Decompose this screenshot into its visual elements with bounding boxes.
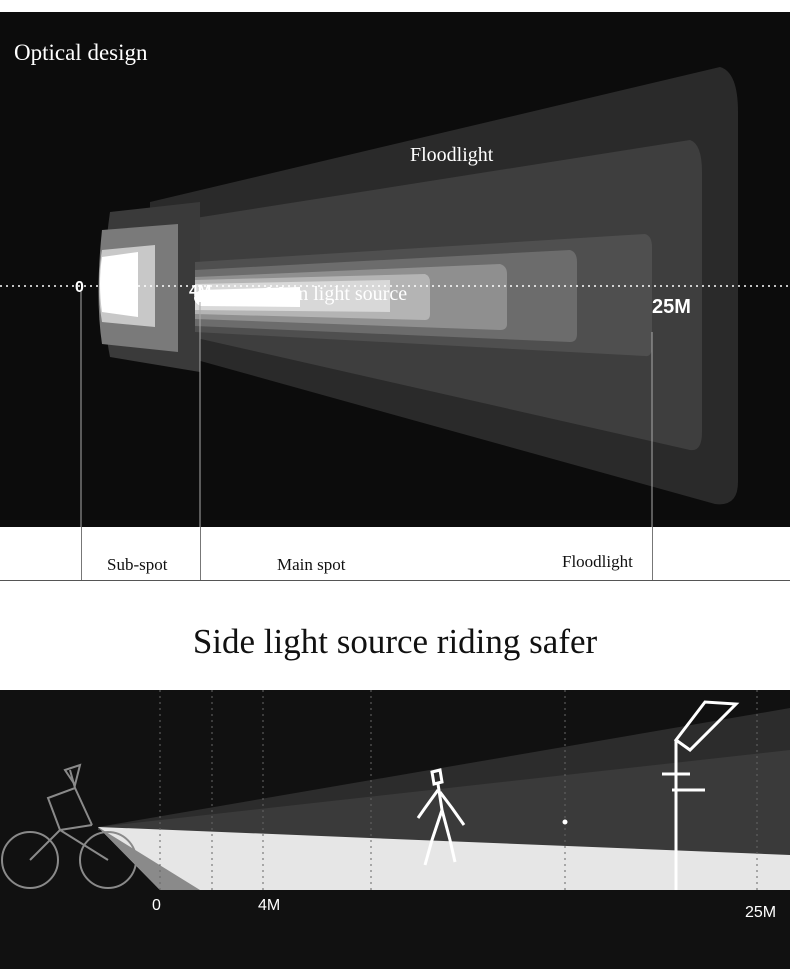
ruler-tick-25m [652,527,653,580]
ground-beam-shadow [98,827,200,890]
street-sign [662,700,740,890]
optical-design-title: Optical design [14,40,148,65]
riding-scene [1,690,790,890]
distance-mark-25m: 25M [652,296,691,318]
beam-pattern-diagram [0,67,790,527]
scene-mark-4m: 4M [258,897,281,914]
reflector-dot [562,819,568,825]
sub-spot-core [100,252,138,317]
ground-beam [98,827,790,890]
side-light-headline: Side light source riding safer [192,622,598,661]
sub-spot-zone-label: Sub-spot [107,555,168,574]
scene-mark-25m: 25M [745,904,777,921]
beam-zone-ruler [0,527,790,581]
scene-mark-0: 0 [152,897,161,914]
pedestrian-figure [416,768,466,866]
distance-mark-4m: 4M [189,283,212,300]
cyclist-figure [1,763,137,889]
ruler-tick-0 [81,527,82,580]
ruler-tick-4m [200,527,201,580]
main-beam-core [194,287,300,307]
main-light-source-label: Main light source [266,283,408,305]
floodlight-zone-label: Floodlight [562,552,633,571]
floodlight-label: Floodlight [410,144,494,166]
main-spot-zone-label: Main spot [277,555,346,574]
distance-mark-0: 0 [75,279,84,296]
